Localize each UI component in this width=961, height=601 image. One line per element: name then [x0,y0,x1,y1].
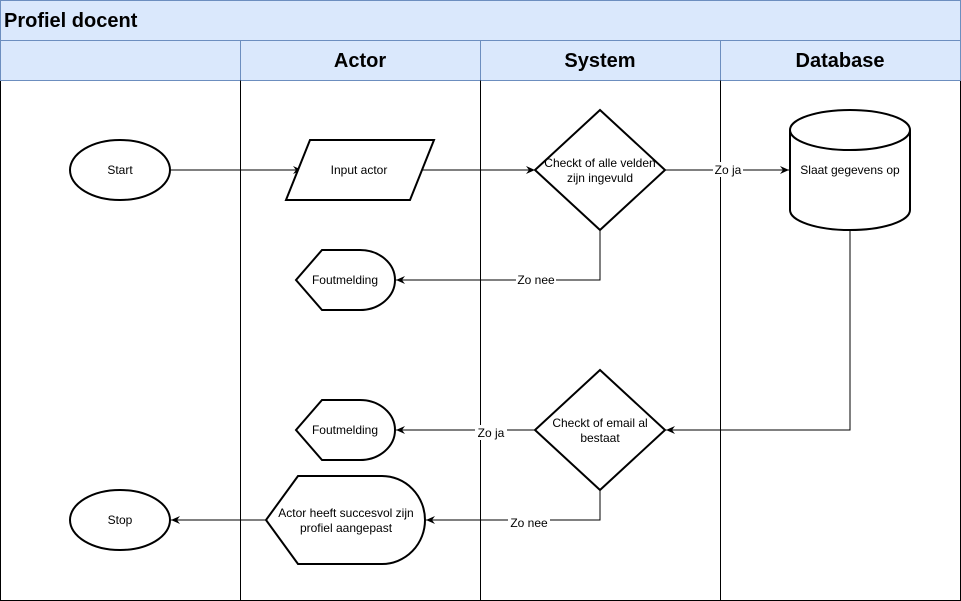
check-fields-label-line2: zijn ingevuld [567,171,633,185]
edge-label-bg-fields-yes [713,162,743,177]
edge-label-bg-fields-no [516,272,556,287]
edge-label-email-no: Zo nee [510,516,548,530]
lane-title-database: Database [796,50,885,72]
edge-label-fields-yes: Zo ja [715,163,742,177]
stop-label: Stop [108,513,133,527]
diagram-title: Profiel docent [4,10,138,32]
success-display [264,475,426,565]
edge-label-email-yes: Zo ja [478,426,505,440]
edge-label-fields-no: Zo nee [517,273,555,287]
edge-check-fields-no [396,230,601,284]
error-display-1 [294,249,396,311]
lane-header-system [480,40,721,81]
edge-save-to-check-email [666,230,851,434]
check-email-label-line2: bestaat [580,431,620,445]
check-fields-label-line1: Checkt of alle velden [544,156,655,170]
error-display-2 [294,399,396,461]
save-data-label: Slaat gegevens op [800,163,900,177]
lane-header-col0 [0,40,241,81]
check-fields-decision [533,108,667,232]
lane-header-database [720,40,961,81]
start-node [69,139,171,201]
input-actor-node [284,139,436,201]
start-label: Start [107,163,133,177]
check-email-label-line1: Checkt of email al [552,416,647,430]
stop-node [69,489,171,551]
input-actor-label: Input actor [331,163,388,177]
success-label-line2: profiel aangepast [300,521,393,535]
save-data-database [788,109,911,231]
check-email-decision [533,368,667,492]
title-bar [0,0,961,41]
success-label-line1: Actor heeft succesvol zijn [278,506,413,520]
edge-label-bg-email-yes [475,425,507,440]
lane-title-actor: Actor [334,50,386,72]
lane-header-actor [240,40,481,81]
error-1-label: Foutmelding [312,273,378,287]
edge-check-email-no [426,490,601,524]
edge-label-bg-email-no [508,515,550,530]
lane-title-system: System [564,50,635,72]
error-2-label: Foutmelding [312,423,378,437]
